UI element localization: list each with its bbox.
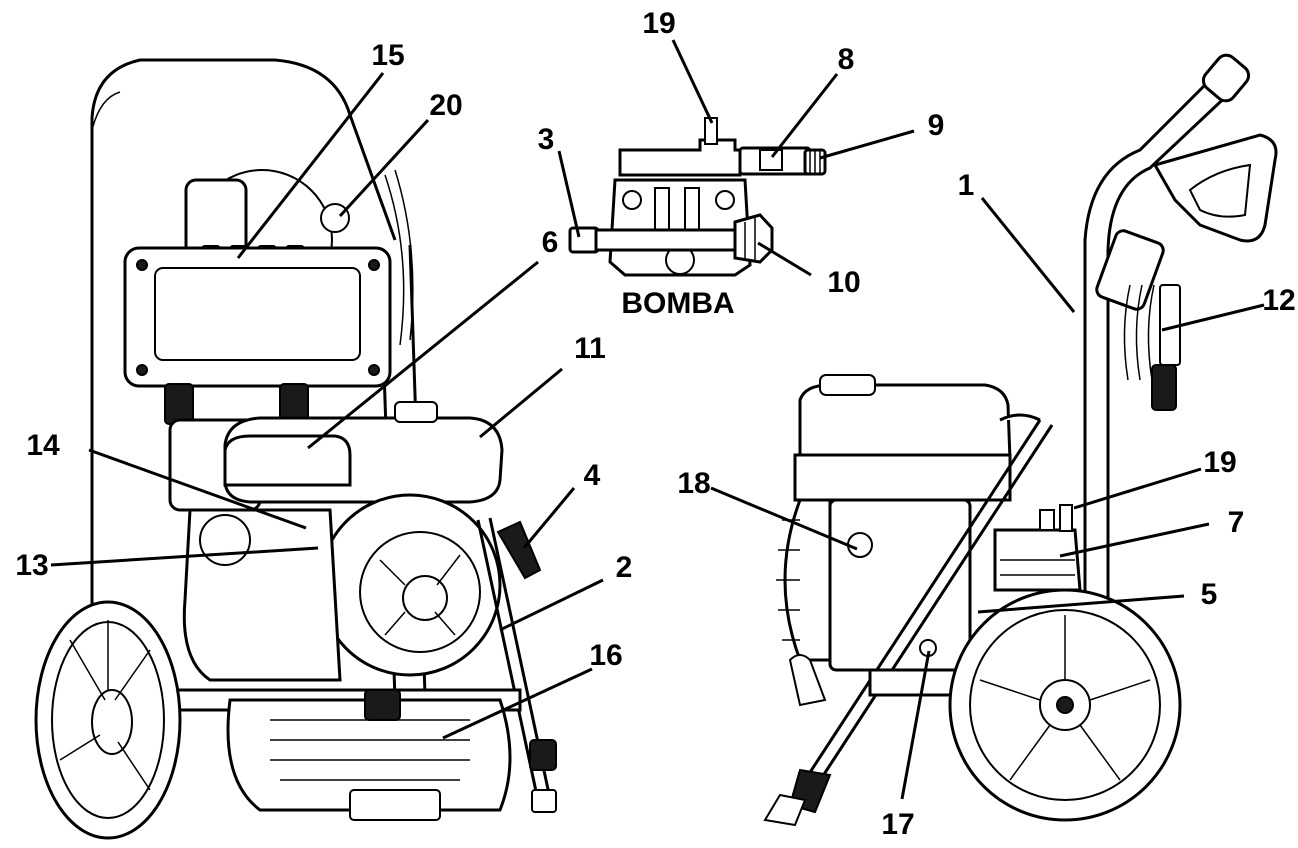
starter-grip	[496, 520, 542, 580]
side-view-illustration	[763, 53, 1278, 827]
front-view-illustration	[34, 58, 557, 840]
callout-7: 7	[1228, 506, 1245, 539]
callout-3: 3	[538, 123, 555, 156]
callout-18: 18	[677, 467, 710, 500]
callout-9: 9	[928, 109, 945, 142]
callout-16: 16	[589, 639, 622, 672]
pump-title: BOMBA	[621, 287, 734, 320]
callout-labels: 1 2 3 4 5 6 7 8 9 10 11 12 13 14 15 16 1…	[15, 7, 1295, 841]
callout-5: 5	[1201, 578, 1218, 611]
air-filter-cover	[223, 434, 352, 487]
callout-8: 8	[838, 43, 855, 76]
callout-1: 1	[958, 169, 975, 202]
leader-lines	[50, 39, 1265, 800]
callout-20: 20	[429, 89, 462, 122]
callout-19-side: 19	[1203, 446, 1236, 479]
callout-14: 14	[26, 429, 60, 462]
callout-4: 4	[584, 459, 601, 492]
callout-15: 15	[371, 39, 404, 72]
callout-10: 10	[827, 266, 860, 299]
callout-11: 11	[574, 332, 606, 365]
pump-illustration	[568, 117, 827, 277]
side-engine	[798, 383, 1012, 462]
pump-garden-hose-connector	[733, 213, 774, 264]
callout-19-pump: 19	[642, 7, 675, 40]
callout-17: 17	[881, 808, 914, 841]
callout-12: 12	[1262, 284, 1295, 317]
callout-13: 13	[15, 549, 48, 582]
pump-inlet	[568, 226, 600, 254]
oil-dipstick	[847, 532, 873, 558]
callout-2: 2	[616, 551, 633, 584]
callout-6: 6	[542, 226, 559, 259]
